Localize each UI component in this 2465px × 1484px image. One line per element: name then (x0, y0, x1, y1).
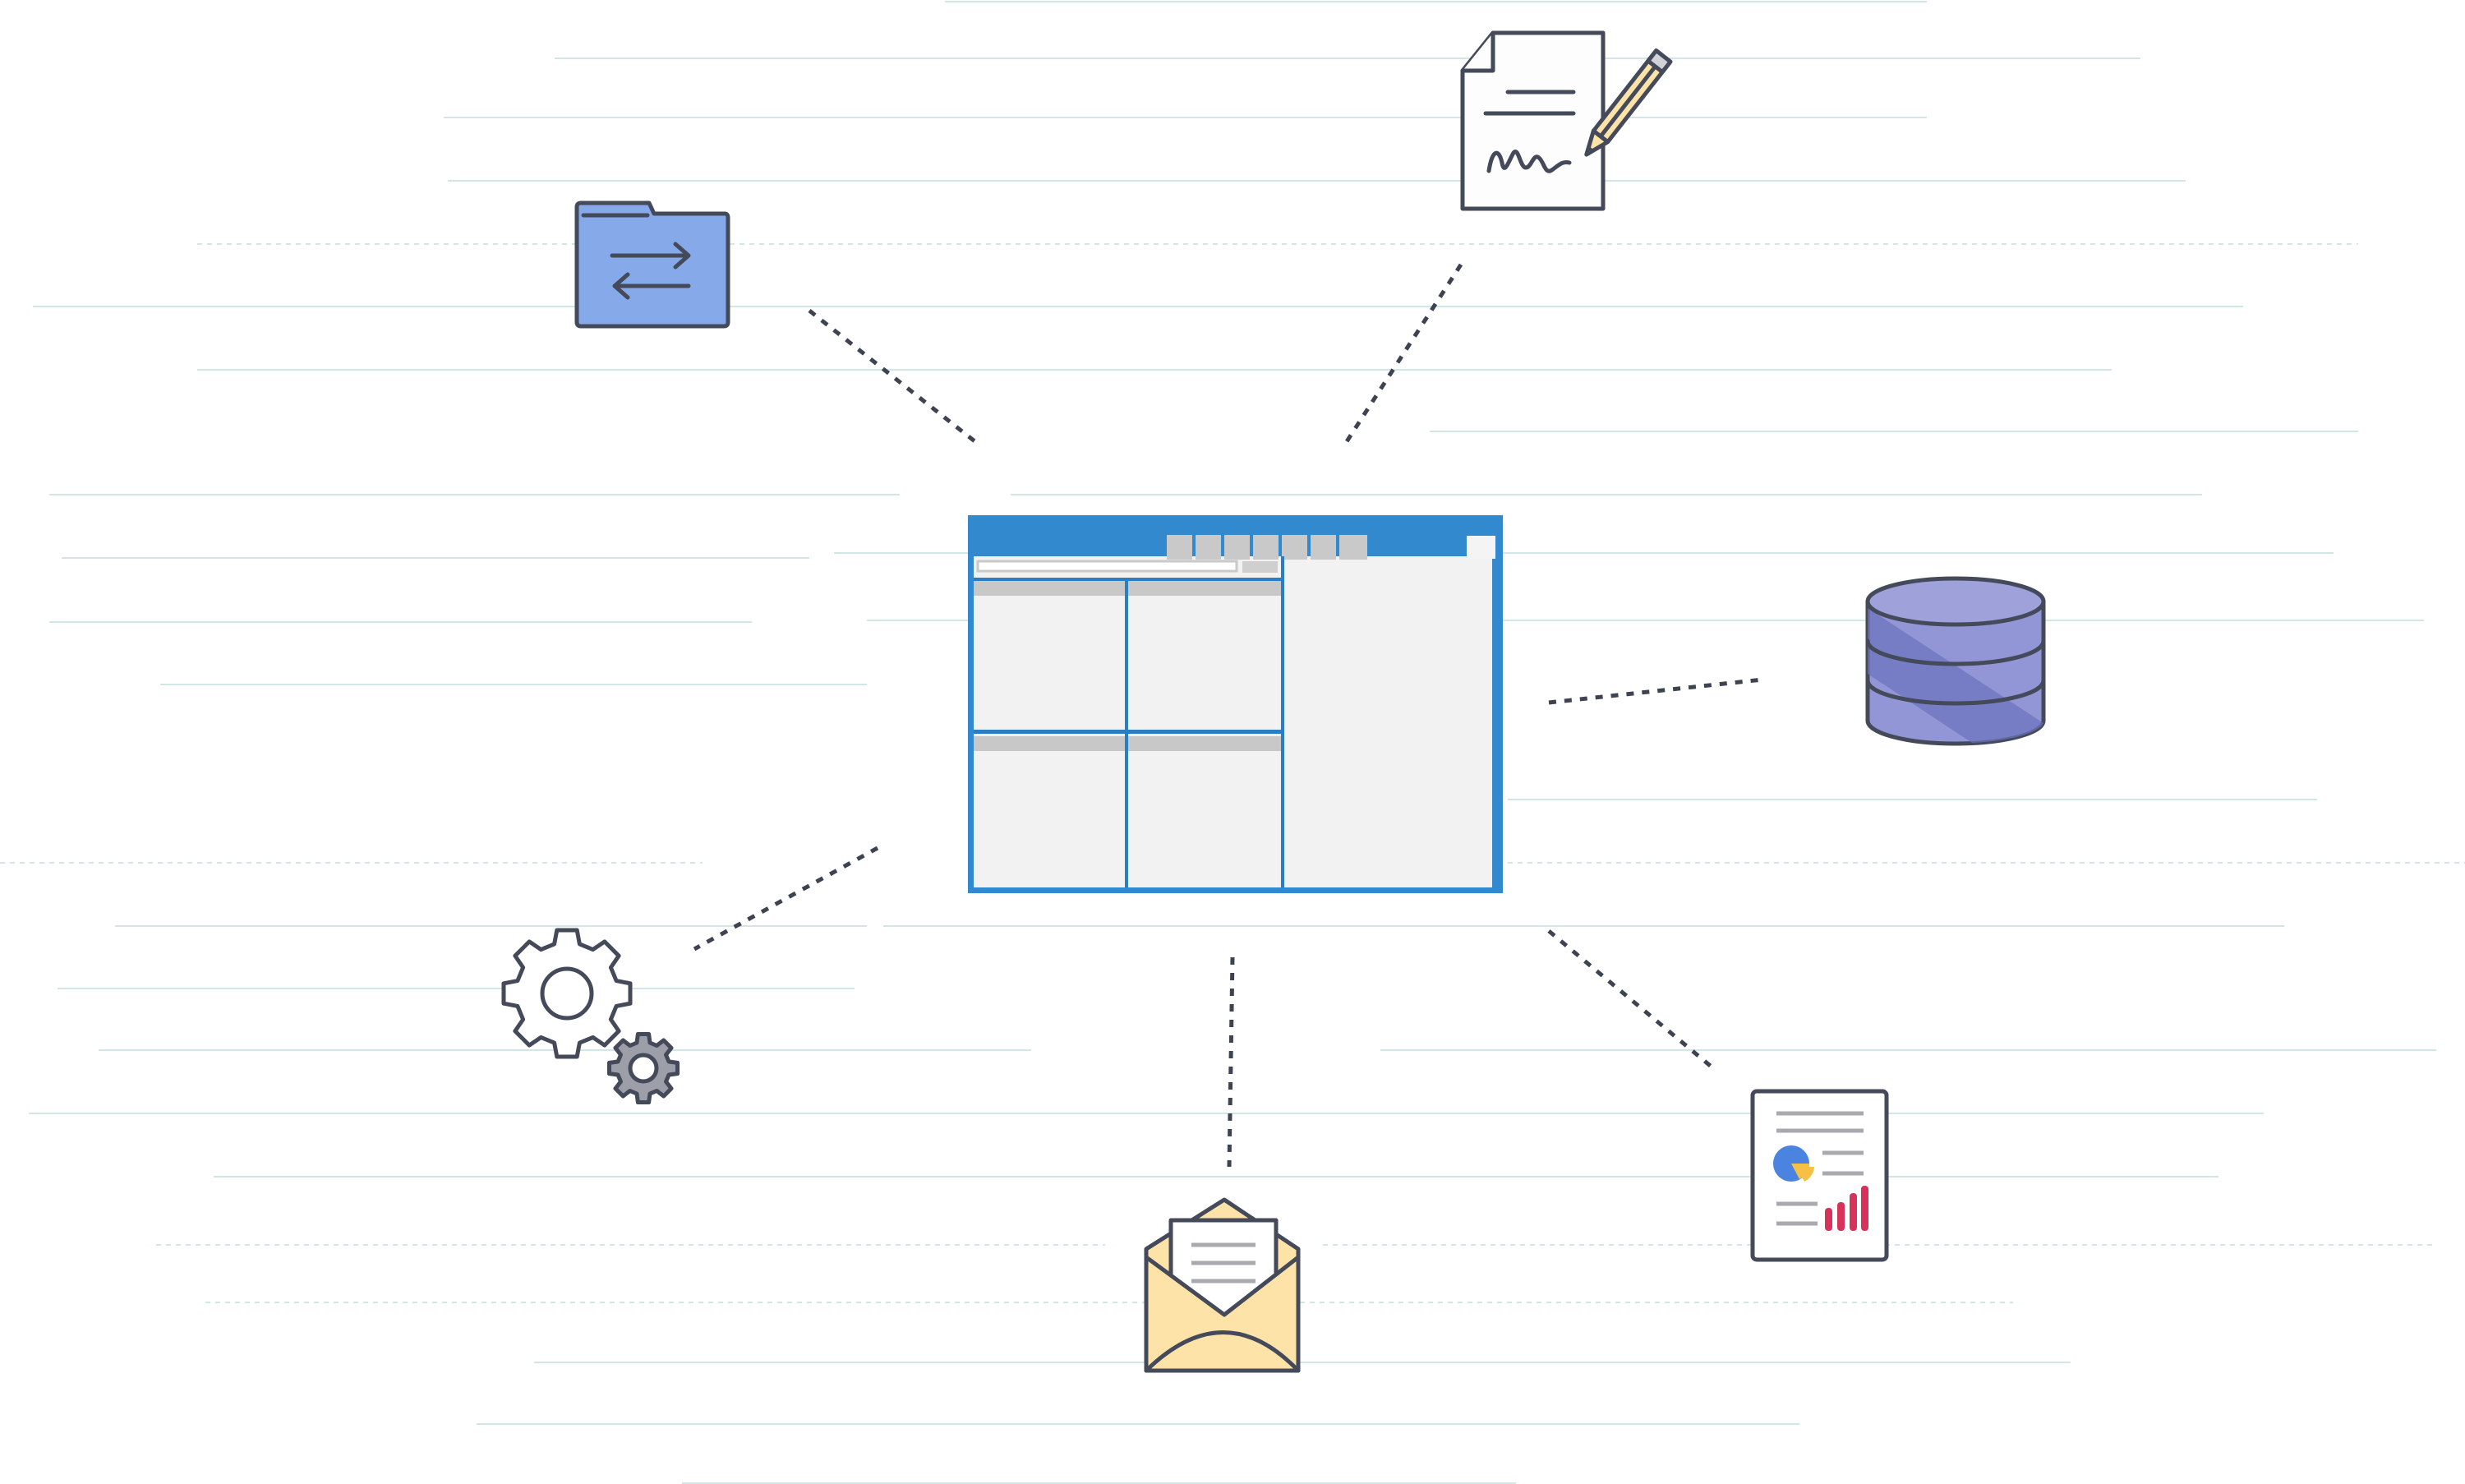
window-body (974, 556, 1492, 887)
connector-email (1227, 956, 1235, 1168)
connector-gears (693, 846, 879, 952)
gear-hole (540, 966, 594, 1021)
email-envelope-icon (1144, 1197, 1301, 1373)
panel-divider (1281, 556, 1284, 887)
connector-report (1547, 929, 1715, 1070)
panel-divider (1125, 578, 1128, 887)
connector-folder (808, 309, 979, 445)
connectors (693, 263, 1763, 1168)
connector-database (1548, 677, 1763, 705)
connector-document (1342, 263, 1463, 447)
toolbar-button (1167, 535, 1192, 560)
pie-chart-icon (1773, 1145, 1814, 1182)
toolbar-button (1196, 535, 1221, 560)
toolbar-button (1253, 535, 1279, 560)
pencil-icon (1584, 48, 1673, 157)
file-transfer-folder-icon (574, 200, 730, 329)
database-icon (1865, 576, 2046, 746)
toolbar-button (1339, 535, 1367, 560)
report-document-icon (1750, 1089, 1889, 1262)
gear-hole (628, 1053, 659, 1084)
address-bar (976, 560, 1238, 573)
toolbar-button (1224, 535, 1250, 560)
address-go-button (1242, 561, 1278, 573)
gear-icon (501, 928, 633, 1059)
toolbar-button (1282, 535, 1307, 560)
gear-icon (607, 1032, 680, 1104)
window-corner-tab (1467, 536, 1495, 559)
dashboard-application-window (968, 515, 1503, 893)
signed-document-icon (1460, 30, 1673, 211)
toolbar-button (1311, 535, 1336, 560)
toolbar-buttons (1167, 535, 1367, 560)
bar-chart-icon (1825, 1186, 1868, 1231)
settings-gears-icon (501, 928, 680, 1104)
